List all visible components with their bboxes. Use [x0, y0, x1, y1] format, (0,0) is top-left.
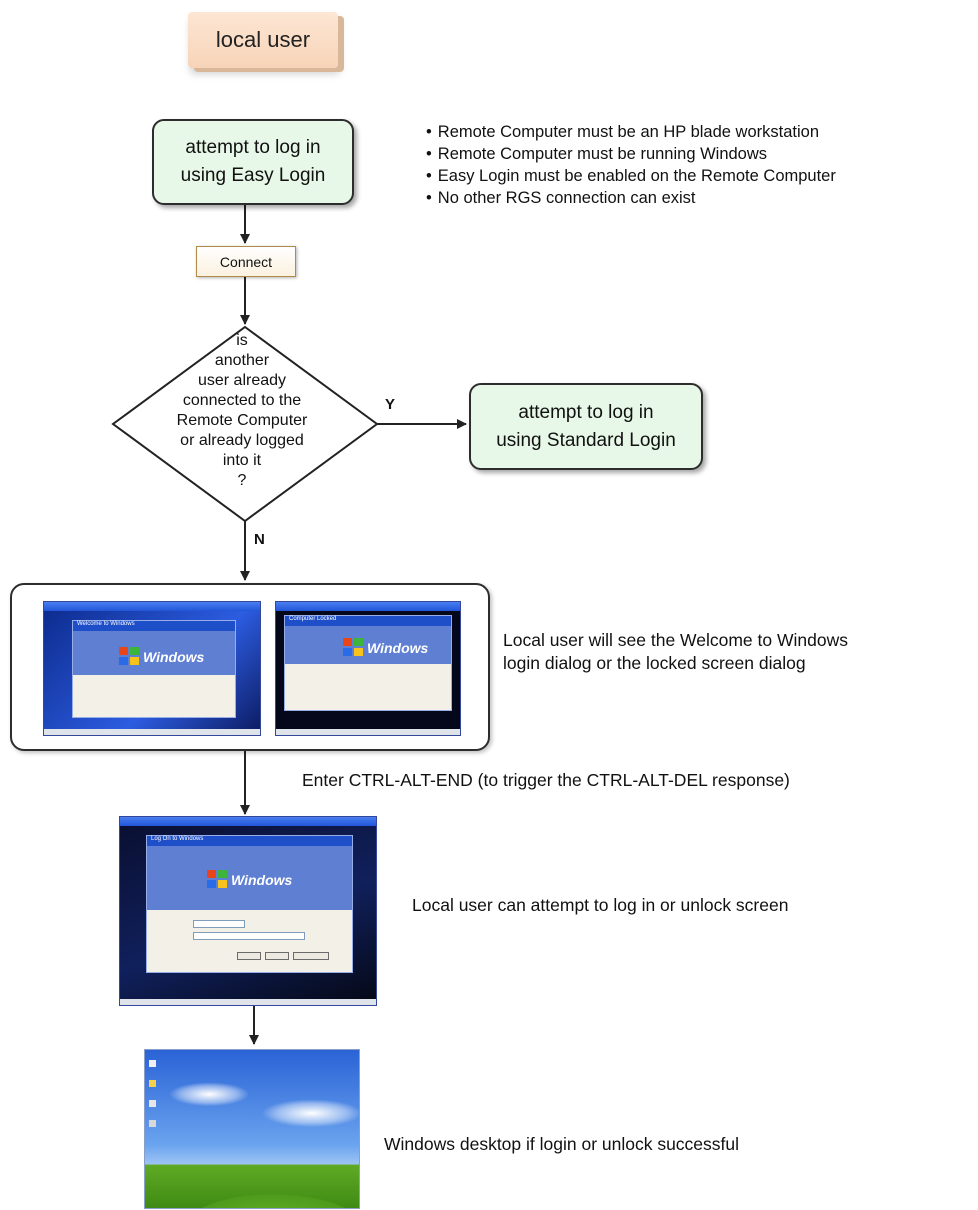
window-titlebar	[44, 602, 260, 611]
dialog-body	[147, 910, 352, 972]
decision-line: user already	[197, 372, 287, 389]
dialog-titlebar	[147, 836, 352, 846]
welcome-step-line1: Local user will see the Welcome to Windo…	[503, 630, 848, 650]
options-button	[293, 952, 329, 960]
no-label: N	[254, 531, 265, 548]
login-step-text: Local user can attempt to log in or unlo…	[412, 895, 789, 915]
desktop-icon	[149, 1120, 156, 1127]
cancel-button	[265, 952, 289, 960]
ok-button	[237, 952, 261, 960]
window-titlebar	[276, 602, 460, 611]
decision-line: another	[214, 352, 270, 369]
connect-label: Connect	[219, 253, 273, 270]
requirement-item: No other RGS connection can exist	[426, 187, 836, 209]
locked-wordmark: Windows	[367, 640, 429, 656]
dialog-body	[73, 675, 235, 717]
password-field	[193, 932, 305, 940]
decision-text: is another user already connected to the…	[152, 331, 332, 491]
yes-label: Y	[385, 396, 396, 413]
dialog-titlebar	[285, 616, 451, 626]
desktop-icon	[149, 1100, 156, 1107]
easy-login-line2: using Easy Login	[180, 165, 326, 186]
standard-login-node: attempt to log in using Standard Login	[469, 383, 703, 470]
desktop-screenshot	[144, 1049, 360, 1209]
locked-dialog: Computer Locked Windows	[284, 615, 452, 711]
decision-line: Remote Computer	[176, 412, 308, 429]
locked-screenshot: Computer Locked Windows	[275, 601, 461, 736]
desktop-icon	[149, 1080, 156, 1087]
decision-line: into it	[222, 452, 262, 469]
dialog-titlebar	[73, 621, 235, 631]
decision-line: or already logged	[180, 432, 304, 449]
requirement-item: Remote Computer must be an HP blade work…	[426, 121, 836, 143]
windows-flag-icon	[119, 647, 139, 665]
scrollbar	[276, 729, 460, 735]
requirement-item: Remote Computer must be running Windows	[426, 143, 836, 165]
scrollbar	[120, 999, 376, 1005]
welcome-wordmark: Windows	[143, 649, 205, 665]
welcome-dialog: Welcome to Windows Windows	[72, 620, 236, 718]
local-user-label: local user	[215, 27, 311, 52]
dialog-body	[285, 664, 451, 710]
ctrl-alt-end-text: Enter CTRL-ALT-END (to trigger the CTRL-…	[302, 770, 790, 790]
requirement-item: Easy Login must be enabled on the Remote…	[426, 165, 836, 187]
logon-wordmark: Windows	[231, 872, 293, 888]
connect-button: Connect	[196, 246, 296, 277]
logon-title: Log On to Windows	[151, 836, 204, 842]
logon-screenshot: Log On to Windows Windows	[119, 816, 377, 1006]
decision-line: ?	[237, 472, 247, 489]
logon-dialog: Log On to Windows Windows	[146, 835, 353, 973]
welcome-title: Welcome to Windows	[77, 621, 135, 627]
windows-flag-icon	[207, 870, 227, 888]
easy-login-node: attempt to log in using Easy Login	[152, 119, 354, 205]
desktop-icon	[149, 1060, 156, 1067]
welcome-screenshot: Welcome to Windows Windows	[43, 601, 261, 736]
windows-flag-icon	[343, 638, 363, 656]
decision-line: connected to the	[182, 392, 302, 409]
standard-login-line1: attempt to log in	[518, 401, 654, 423]
welcome-step-line2: login dialog or the locked screen dialog	[503, 653, 806, 673]
locked-title: Computer Locked	[289, 616, 337, 622]
easy-login-line1: attempt to log in	[185, 137, 321, 158]
scrollbar	[44, 729, 260, 735]
standard-login-line2: using Standard Login	[496, 429, 676, 451]
username-field	[193, 920, 245, 928]
window-titlebar	[120, 817, 376, 826]
desktop-step-text: Windows desktop if login or unlock succe…	[384, 1134, 740, 1154]
requirements-list: Remote Computer must be an HP blade work…	[426, 121, 836, 209]
welcome-step-text: Local user will see the Welcome to Windo…	[503, 629, 848, 675]
local-user-node: local user	[188, 12, 338, 68]
decision-line: is	[236, 332, 248, 349]
